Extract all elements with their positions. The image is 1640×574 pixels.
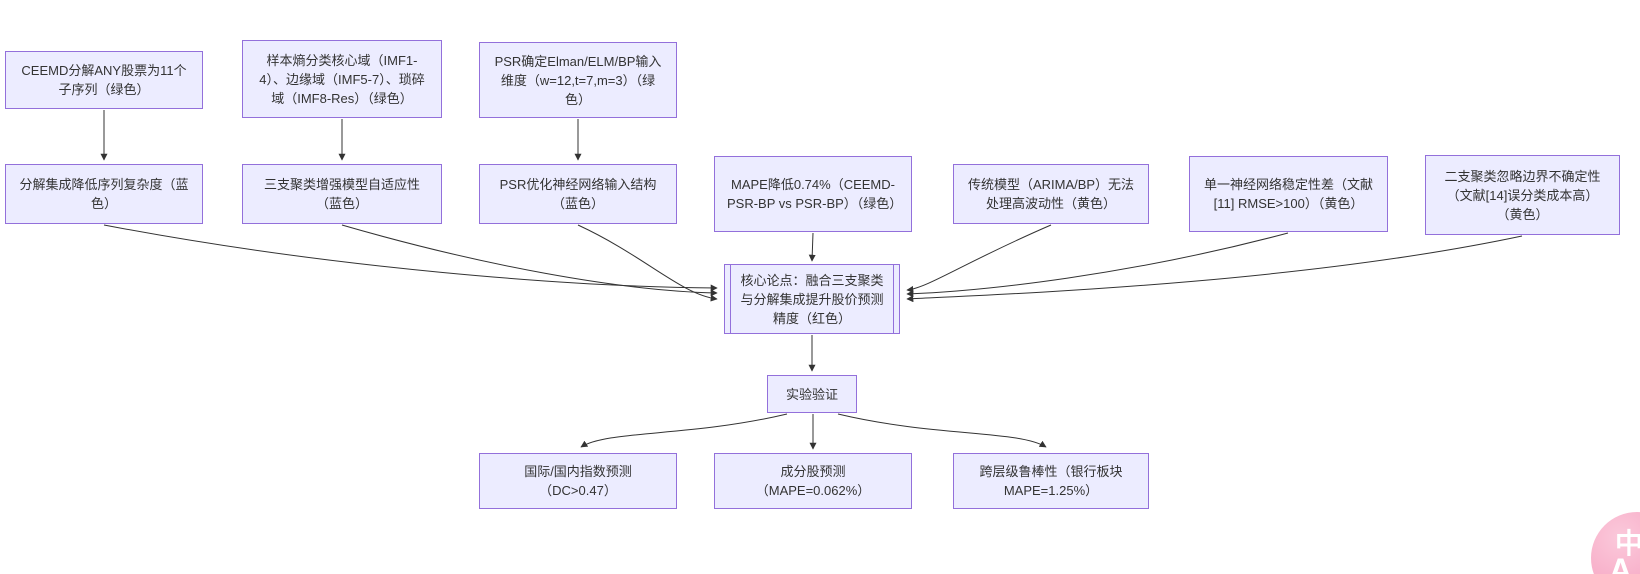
node-label: 实验验证 (785, 386, 838, 402)
node-label: 分解集成降低序列复杂度（蓝色） (19, 177, 189, 211)
chinese-glyph-icon: 中 (1615, 528, 1640, 559)
edge-traditional-to-core (906, 224, 1052, 293)
node-mape-reduction: MAPE降低0.74%（CEEMD-PSR-BP vs PSR-BP）（绿色） (714, 156, 912, 232)
node-label: CEEMD分解ANY股票为11个子序列（绿色） (21, 63, 187, 97)
node-label: 二支聚类忽略边界不确定性（文献[14]误分类成本高）（黄色） (1444, 168, 1601, 222)
node-core-thesis: 核心论点：融合三支聚类与分解集成提升股价预测精度（红色） (724, 264, 900, 334)
node-label: 国际/国内指数预测（DC>0.47） (524, 464, 632, 498)
node-psr-optimize-input-structure: PSR优化神经网络输入结构（蓝色） (479, 164, 677, 224)
node-traditional-model-limitation: 传统模型（ARIMA/BP）无法处理高波动性（黄色） (953, 164, 1149, 224)
node-constituent-stock-prediction: 成分股预测（MAPE=0.062%） (714, 453, 912, 509)
latin-glyph-icon: A (1609, 552, 1633, 574)
edge-singlenn-to-core (906, 232, 1289, 298)
edge-mape-to-core (808, 232, 816, 262)
node-single-nn-instability: 单一神经网络稳定性差（文献[11] RMSE>100）（黄色） (1189, 156, 1388, 232)
node-label: 单一神经网络稳定性差（文献[11] RMSE>100）（黄色） (1203, 177, 1373, 211)
node-ceemd-decompose: CEEMD分解ANY股票为11个子序列（绿色） (5, 51, 203, 109)
node-label: PSR优化神经网络输入结构（蓝色） (499, 177, 657, 211)
node-three-way-clustering-adaptivity: 三支聚类增强模型自适应性（蓝色） (242, 164, 442, 224)
edge-clustering-to-core (341, 224, 718, 297)
translate-floating-button[interactable]: 中 A (1591, 512, 1640, 574)
edge-decomposition-to-core (103, 224, 718, 292)
node-decomposition-reduce-complexity: 分解集成降低序列复杂度（蓝色） (5, 164, 203, 224)
node-two-way-clustering-limitation: 二支聚类忽略边界不确定性（文献[14]误分类成本高）（黄色） (1425, 155, 1620, 235)
edge-experiment-to-index (580, 413, 788, 448)
node-label: PSR确定Elman/ELM/BP输入维度（w=12,t=7,m=3）（绿色） (494, 53, 662, 107)
node-label: 传统模型（ARIMA/BP）无法处理高波动性（黄色） (967, 177, 1135, 211)
edge-twoway-to-core (906, 235, 1523, 303)
node-psr-input-dimension: PSR确定Elman/ELM/BP输入维度（w=12,t=7,m=3）（绿色） (479, 42, 677, 118)
node-label: 跨层级鲁棒性（银行板块MAPE=1.25%） (979, 464, 1123, 498)
edge-psropt-to-core (577, 224, 718, 302)
node-label: 样本熵分类核心域（IMF1-4）、边缘域（IMF5-7）、琐碎域（IMF8-Re… (259, 52, 425, 106)
edge-experiment-to-robustness (837, 413, 1047, 448)
node-experiment-validation: 实验验证 (767, 375, 857, 413)
node-label: 核心论点：融合三支聚类与分解集成提升股价预测精度（红色） (740, 272, 884, 326)
node-cross-level-robustness: 跨层级鲁棒性（银行板块MAPE=1.25%） (953, 453, 1149, 509)
node-sample-entropy-classify: 样本熵分类核心域（IMF1-4）、边缘域（IMF5-7）、琐碎域（IMF8-Re… (242, 40, 442, 118)
node-index-prediction: 国际/国内指数预测（DC>0.47） (479, 453, 677, 509)
node-label: MAPE降低0.74%（CEEMD-PSR-BP vs PSR-BP）（绿色） (727, 177, 903, 211)
node-label: 成分股预测（MAPE=0.062%） (755, 464, 871, 498)
node-label: 三支聚类增强模型自适应性（蓝色） (263, 177, 420, 211)
